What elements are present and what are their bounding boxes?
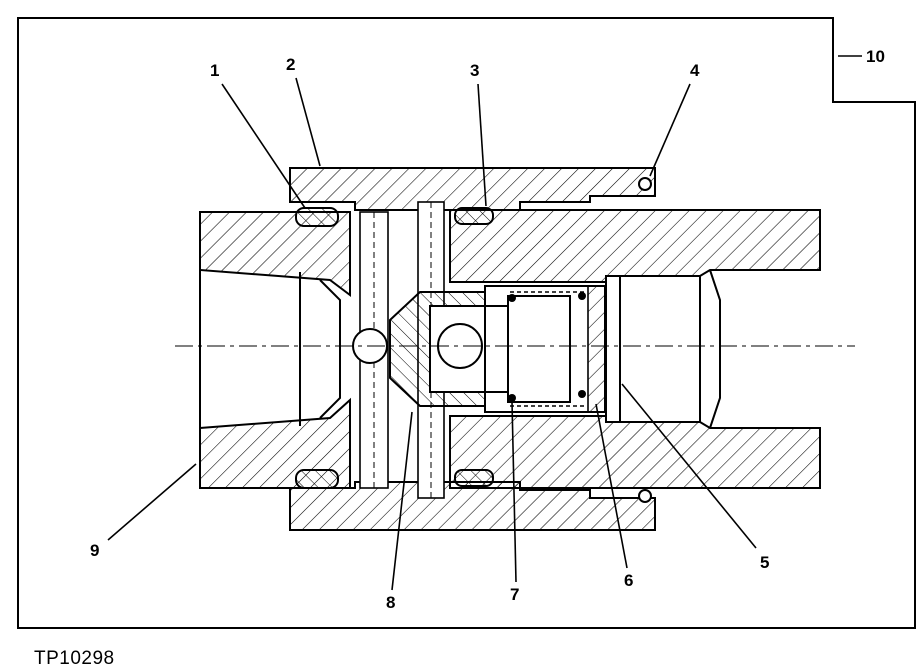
right-bore xyxy=(699,269,721,429)
diagram-frame xyxy=(17,17,916,629)
oring-small xyxy=(638,489,652,503)
snap-ring xyxy=(605,275,621,423)
spring-seat xyxy=(507,295,571,403)
seal-left-upper xyxy=(295,207,339,227)
shaft-upper-right xyxy=(449,209,821,283)
seal-left-lower xyxy=(295,469,339,489)
callout-4: 4 xyxy=(690,61,700,80)
figure-id: TP10298 xyxy=(34,648,115,669)
callout-5: 5 xyxy=(760,553,769,572)
callout-10: 10 xyxy=(866,47,885,66)
callout-1: 1 xyxy=(210,61,219,80)
seal-mid-upper xyxy=(454,207,494,225)
oring-small xyxy=(578,390,586,398)
shaft-lower xyxy=(199,397,351,489)
callout-9: 9 xyxy=(90,541,99,560)
shaft-lower-right xyxy=(449,415,821,489)
housing-lower xyxy=(289,481,656,531)
callout-7: 7 xyxy=(510,585,519,604)
oring-small xyxy=(638,177,652,191)
housing-upper xyxy=(289,167,656,211)
callout-8: 8 xyxy=(386,593,395,612)
callout-6: 6 xyxy=(624,571,633,590)
callout-3: 3 xyxy=(470,61,479,80)
oring-small xyxy=(578,292,586,300)
leader-lines xyxy=(107,55,862,591)
left-bore xyxy=(199,270,341,428)
oring-small xyxy=(508,394,516,402)
seal-mid-lower xyxy=(454,469,494,487)
oring-small xyxy=(508,294,516,302)
callout-2: 2 xyxy=(286,55,295,74)
